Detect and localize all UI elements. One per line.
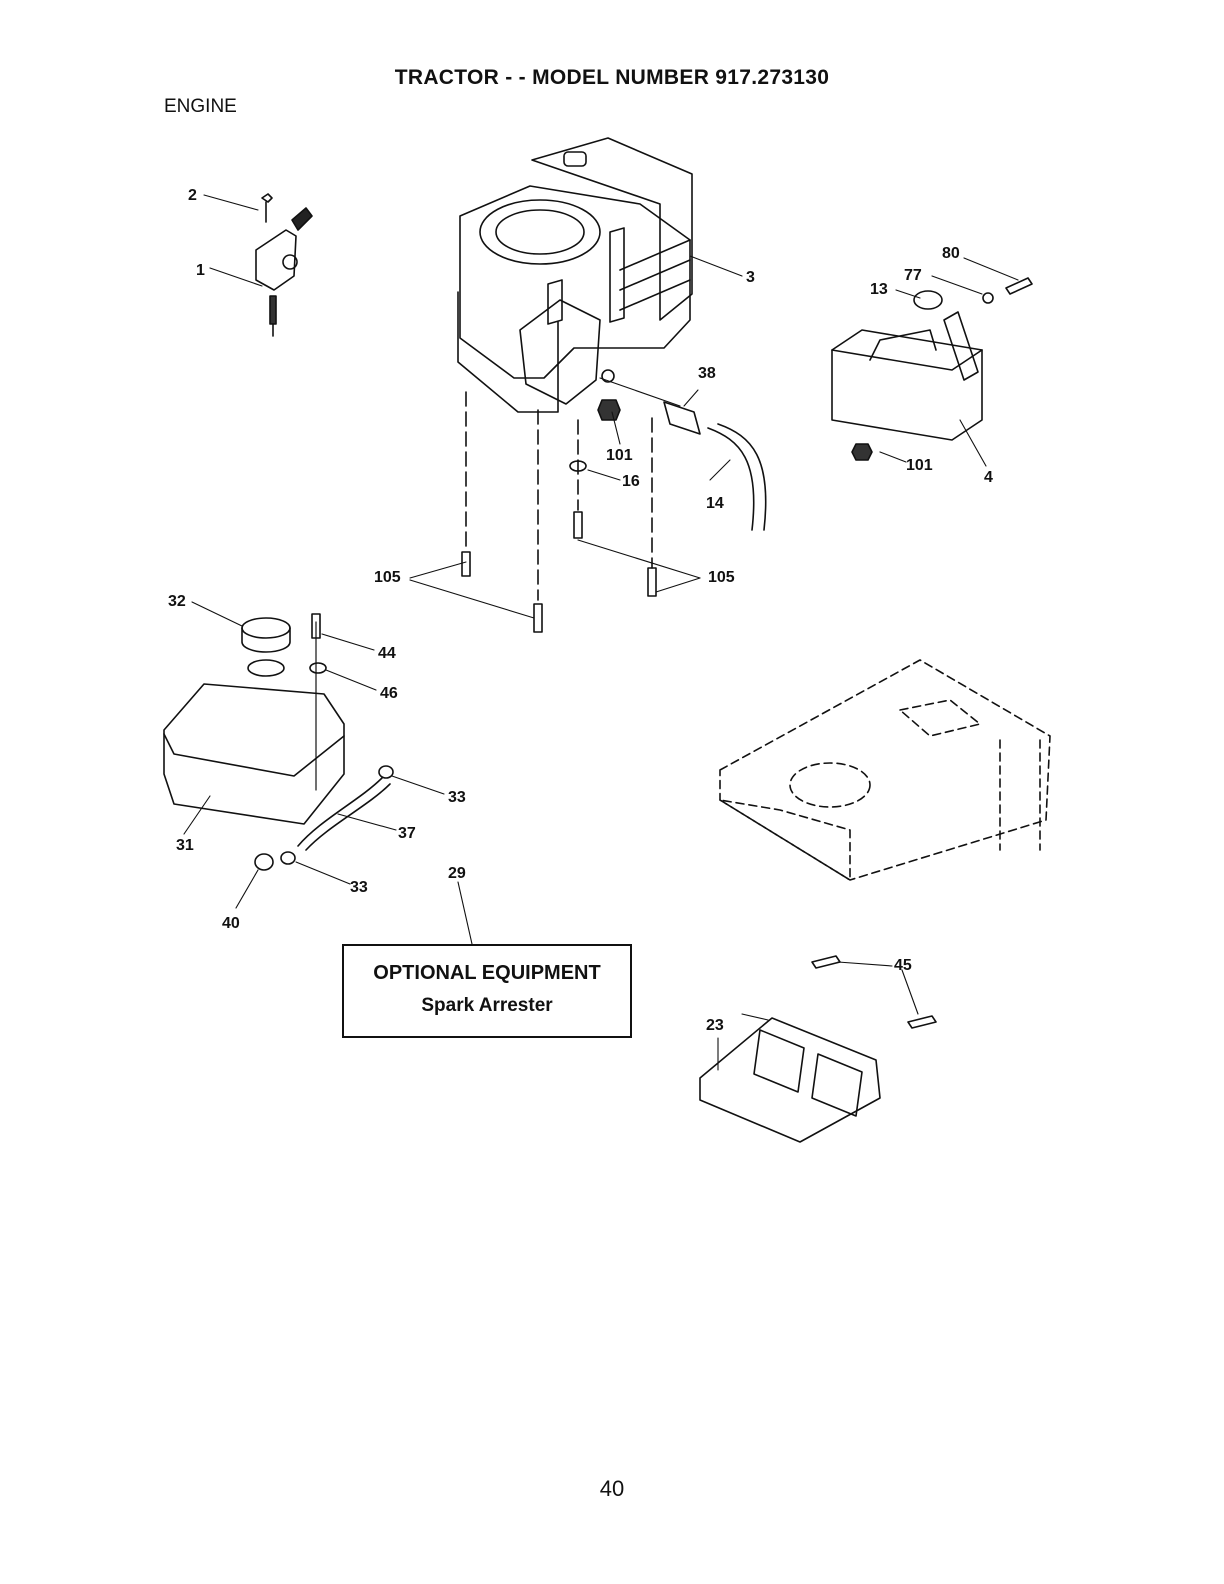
leader-lines — [183, 194, 1019, 1071]
callout-2: 1 — [196, 262, 205, 279]
callout-1: 2 — [188, 187, 197, 204]
callout-13: 13 — [870, 281, 888, 298]
callout-80: 80 — [942, 245, 960, 262]
optional-equipment-box: OPTIONAL EQUIPMENT Spark Arrester — [342, 944, 632, 1038]
spark-arrester-drawing — [699, 955, 937, 1143]
callout-101-engine: 101 — [606, 447, 633, 464]
engine-drawing — [457, 137, 693, 413]
throttle-control-drawing — [255, 193, 313, 337]
fuel-tank-drawing — [163, 613, 345, 825]
callout-31: 31 — [176, 837, 194, 854]
page-number: 40 — [599, 1476, 625, 1501]
callout-3: 3 — [746, 269, 755, 286]
callout-101-muffler: 101 — [906, 457, 933, 474]
callout-40: 40 — [222, 915, 240, 932]
mounting-bolts-drawing — [461, 391, 657, 633]
callout-38: 38 — [698, 365, 716, 382]
page-title: TRACTOR - - MODEL NUMBER 917.273130 — [394, 66, 830, 89]
callout-14: 14 — [706, 495, 724, 512]
callout-44: 44 — [378, 645, 396, 662]
callout-29: 29 — [448, 865, 466, 882]
callout-23: 23 — [706, 1017, 724, 1034]
callout-105-left: 105 — [374, 569, 401, 586]
optional-equipment-title: OPTIONAL EQUIPMENT — [373, 962, 601, 984]
callout-77: 77 — [904, 267, 922, 284]
callout-33-upper: 33 — [448, 789, 466, 806]
callout-4: 4 — [984, 469, 993, 486]
fuel-line-drawing — [569, 399, 767, 531]
section-label: ENGINE — [164, 96, 237, 117]
optional-equipment-item: Spark Arrester — [421, 995, 553, 1016]
callout-16: 16 — [622, 473, 640, 490]
muffler-drawing — [831, 277, 1033, 461]
callout-46: 46 — [380, 685, 398, 702]
callout-105-right: 105 — [708, 569, 735, 586]
fuel-hose-drawing — [254, 765, 394, 871]
callout-45: 45 — [894, 957, 912, 974]
callout-37: 37 — [398, 825, 416, 842]
callout-32: 32 — [168, 593, 186, 610]
callout-33-lower: 33 — [350, 879, 368, 896]
chassis-frame-drawing — [719, 659, 1051, 881]
